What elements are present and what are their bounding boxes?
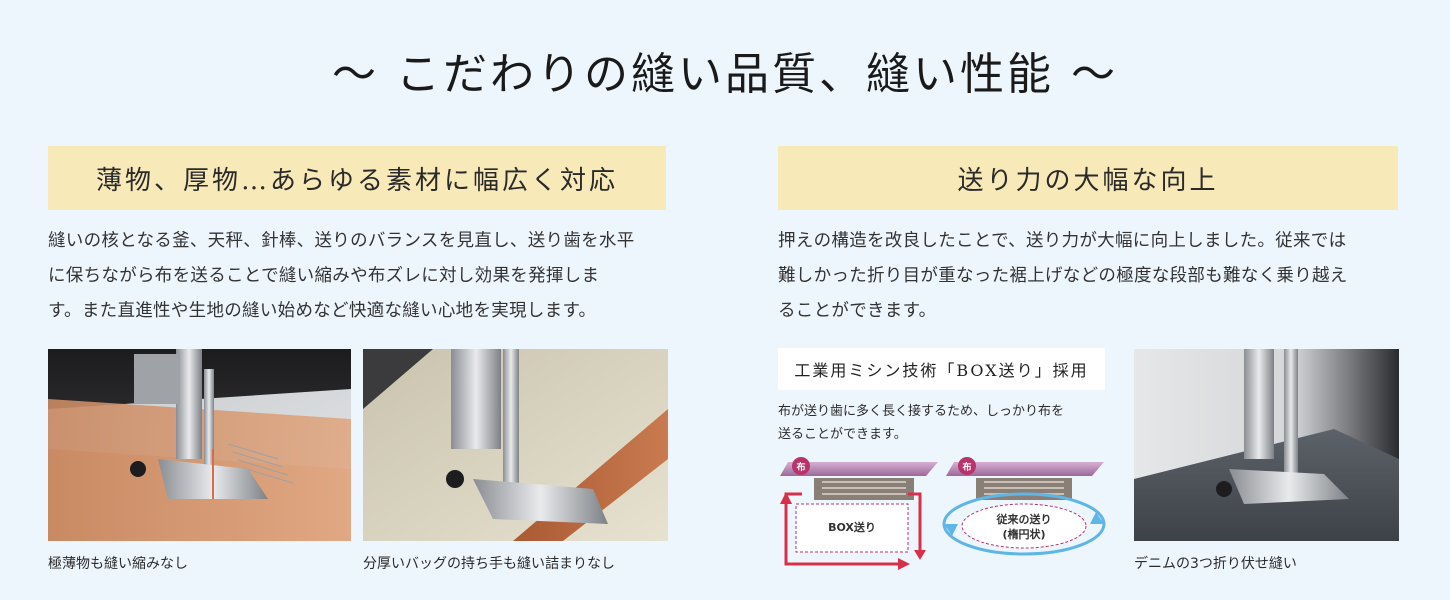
left-heading-banner: 薄物、厚物…あらゆる素材に幅広く対応 — [48, 146, 666, 210]
photo-thin-fabric — [48, 349, 351, 541]
box-desc-line-1: 布が送り歯に多く長く接するため、しっかり布を — [778, 404, 1065, 419]
left-line-3: す。また直進性や生地の縫い始めなど快適な縫い心地を実現します。 — [48, 301, 597, 321]
page-title: ～ こだわりの縫い品質、縫い性能 ～ — [332, 49, 1118, 100]
left-description: 縫いの核となる釜、天秤、針棒、送りのバランスを見直し、送り歯を水平 に保ちながら… — [48, 224, 678, 329]
box-feed-description: 布が送り歯に多く長く接するため、しっかり布を 送ることができます。 — [778, 400, 1118, 446]
conventional-feed-label: 従来の送り (楕円状) — [964, 512, 1084, 542]
right-line-3: ることができます。 — [778, 301, 937, 321]
photo-denim — [1134, 349, 1399, 541]
right-description: 押えの構造を改良したことで、送り力が大幅に向上しました。従来では 難しかった折り… — [778, 224, 1408, 329]
right-heading: 送り力の大幅な向上 — [957, 165, 1219, 196]
right-heading-banner: 送り力の大幅な向上 — [778, 146, 1398, 210]
left-line-2: に保ちながら布を送ることで縫い縮みや布ズレに対し効果を発揮しま — [48, 266, 600, 286]
fabric-tag-right: 布 — [958, 457, 976, 475]
right-line-2: 難しかった折り目が重なった裾上げなどの極度な段部も難なく乗り越え — [778, 266, 1348, 286]
box-feed-diagram-label: BOX送り — [828, 521, 876, 534]
photo1-caption: 極薄物も縫い縮みなし — [48, 556, 188, 572]
box-feed-label-text: 工業用ミシン技術「BOX送り」採用 — [794, 361, 1089, 380]
box-feed-label: 工業用ミシン技術「BOX送り」採用 — [778, 348, 1105, 390]
photo2-caption: 分厚いバッグの持ち手も縫い詰まりなし — [363, 556, 615, 572]
box-desc-line-2: 送ることができます。 — [778, 427, 907, 442]
fabric-tag-left: 布 — [792, 457, 810, 475]
photo-thick-bag — [363, 349, 668, 541]
right-line-1: 押えの構造を改良したことで、送り力が大幅に向上しました。従来では — [778, 231, 1347, 251]
left-line-1: 縫いの核となる釜、天秤、針棒、送りのバランスを見直し、送り歯を水平 — [48, 231, 635, 251]
photo3-caption: デニムの3つ折り伏せ縫い — [1134, 556, 1297, 572]
feed-comparison-diagram: 布 布 BOX送り 従来の送り (楕円状) — [778, 454, 1108, 572]
conventional-feed-line-1: 従来の送り — [996, 513, 1052, 526]
left-heading: 薄物、厚物…あらゆる素材に幅広く対応 — [95, 165, 618, 196]
conventional-feed-line-2: (楕円状) — [1002, 528, 1046, 541]
